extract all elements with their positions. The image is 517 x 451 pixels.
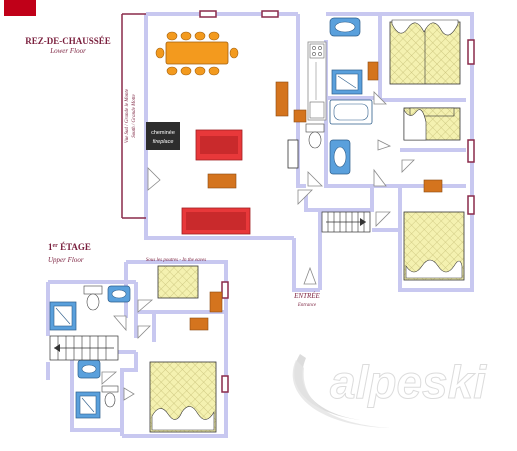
toilet-upper [83, 285, 103, 311]
staircase-lower [321, 211, 371, 233]
bed-master-upper [149, 361, 217, 433]
lower-floor-subtitle: Lower Floor [49, 47, 86, 55]
sink-lower [329, 139, 351, 175]
cabinet-small [293, 109, 307, 123]
toilet-lower [305, 123, 325, 149]
toilet-upper-2 [101, 385, 119, 408]
alpeski-logo: alpeski [292, 354, 488, 428]
staircase-upper [49, 335, 119, 361]
bathtub-lower [329, 99, 373, 125]
shower-upper-2 [75, 391, 101, 419]
upper-floor-title: 1er ÉTAGE [48, 242, 91, 252]
corner-accent [4, 0, 36, 16]
door-swings [147, 91, 415, 227]
shower-lower [331, 69, 363, 95]
fireplace: cheminée fireplace [146, 122, 180, 150]
nightstand [367, 61, 379, 81]
kitchen-cabinet [275, 81, 289, 117]
coffee-table [207, 173, 237, 189]
dining-table [155, 31, 239, 76]
sofa-upper [195, 129, 243, 161]
hall-cabinet [287, 139, 299, 169]
view-label-en: South / Grande Motte [132, 93, 137, 137]
upper-floor-subtitle: Upper Floor [48, 256, 84, 264]
kitchen [307, 41, 327, 121]
lower-windows [199, 10, 475, 215]
bed-third-lower [403, 211, 465, 281]
bath-lower-1 [329, 17, 361, 37]
entrance-arrow [303, 266, 317, 285]
bed-eaves-upper [157, 265, 199, 299]
sink-upper-1 [107, 285, 131, 303]
fireplace-label-en: fireplace [153, 139, 174, 145]
lower-floor-title: REZ-DE-CHAUSSÉE [25, 36, 111, 46]
fireplace-label-fr: cheminée [151, 130, 175, 136]
cabinet-upper-1 [209, 291, 223, 313]
cabinet-upper-2 [189, 317, 209, 331]
sofa-lower [181, 207, 251, 235]
view-label: Vue Sud / Grande le Monte South / Grande… [125, 88, 137, 143]
upper-door-swings [101, 299, 154, 401]
entrance-label-fr: ENTRÉE [293, 292, 320, 300]
sink-upper-2 [77, 359, 101, 379]
bed-master-lower [389, 19, 461, 85]
view-label-fr: Vue Sud / Grande le Monte [125, 88, 130, 143]
shower-upper-1 [49, 301, 77, 331]
upper-windows [221, 281, 229, 393]
eaves-label: Sous les poutres - In the eaves [146, 258, 206, 263]
bed-single-lower [403, 107, 461, 141]
logo-text: alpeski [330, 356, 487, 408]
entrance-label-en: Entrance [297, 303, 317, 308]
wardrobe-lower [423, 179, 443, 193]
